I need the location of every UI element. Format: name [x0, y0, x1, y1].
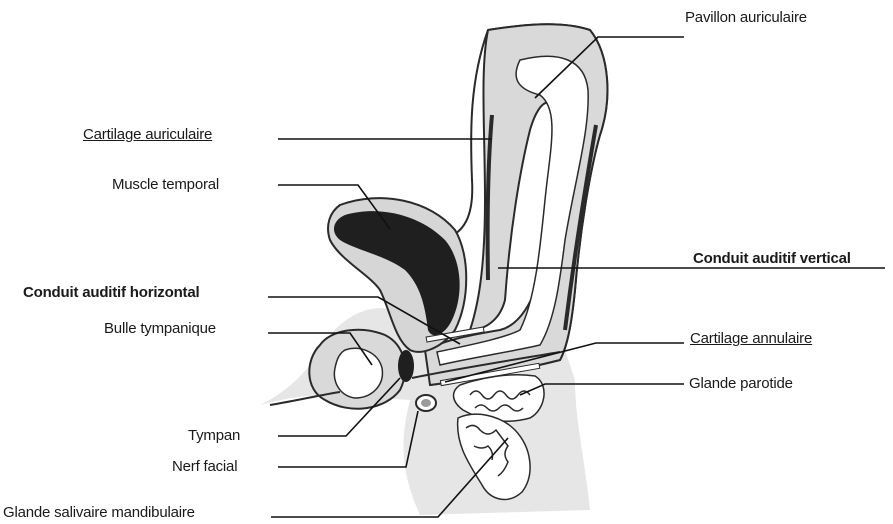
label-pavillon-auriculaire: Pavillon auriculaire: [685, 9, 807, 27]
label-cartilage-annulaire: Cartilage annulaire: [690, 330, 812, 348]
leader-nerf-facial: [278, 411, 418, 467]
label-conduit-auditif-vertical: Conduit auditif vertical: [693, 250, 851, 268]
label-tympan: Tympan: [188, 427, 240, 445]
label-glande-parotide: Glande parotide: [689, 375, 793, 393]
label-conduit-auditif-horizontal: Conduit auditif horizontal: [23, 284, 199, 302]
label-nerf-facial: Nerf facial: [172, 458, 237, 476]
label-glande-salivaire-mandibulaire: Glande salivaire mandibulaire: [3, 504, 195, 522]
tympan-shape: [398, 350, 414, 382]
label-cartilage-auriculaire: Cartilage auriculaire: [83, 126, 212, 144]
tympanic-bulla-inner: [334, 348, 382, 398]
label-muscle-temporal: Muscle temporal: [112, 176, 219, 194]
label-bulle-tympanique: Bulle tympanique: [104, 320, 216, 338]
